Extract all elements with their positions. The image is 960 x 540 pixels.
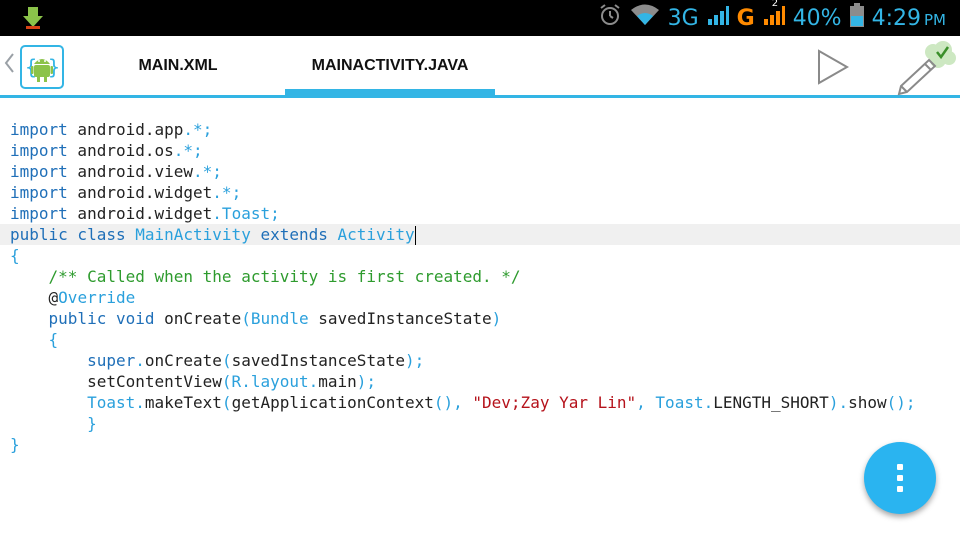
- code-line[interactable]: }: [10, 434, 960, 455]
- code-token: ): [491, 309, 502, 328]
- play-icon[interactable]: [815, 49, 851, 89]
- code-token: import: [10, 141, 68, 160]
- code-token: MainActivity: [125, 225, 261, 244]
- code-line[interactable]: {: [10, 329, 960, 350]
- code-token: .*;: [173, 141, 203, 160]
- code-token: import: [10, 204, 68, 223]
- battery-percent: 40%: [792, 5, 842, 31]
- tab-mainactivity-java[interactable]: MAINACTIVITY.JAVA: [285, 36, 495, 95]
- tab-main-xml[interactable]: MAIN.XML: [100, 36, 256, 95]
- code-line[interactable]: import android.view.*;: [10, 161, 960, 182]
- code-token: public class: [10, 225, 126, 244]
- code-token: android.app: [67, 120, 184, 139]
- code-line[interactable]: public class MainActivity extends Activi…: [0, 224, 960, 245]
- clock-ampm: PM: [924, 10, 946, 29]
- code-line[interactable]: @Override: [10, 287, 960, 308]
- code-token: (: [221, 351, 232, 370]
- alarm-icon: [598, 3, 622, 33]
- code-token: {: [10, 330, 59, 349]
- code-token: Toast.: [10, 393, 145, 412]
- code-token: "Dev;Zay Yar Lin": [472, 393, 637, 412]
- code-token: android.view: [67, 162, 194, 181]
- code-token: .*;: [193, 162, 222, 181]
- code-token: );: [356, 372, 377, 391]
- scrolled-code-remnant: [10, 98, 270, 103]
- tab-main-xml-label: MAIN.XML: [138, 56, 218, 74]
- code-token: );: [404, 351, 425, 370]
- code-token: savedInstanceState: [231, 351, 405, 370]
- code-token: .*;: [212, 183, 242, 202]
- code-editor[interactable]: import android.app.*;import android.os.*…: [0, 119, 960, 455]
- code-token: .Toast;: [212, 204, 280, 223]
- code-token: main: [318, 372, 357, 391]
- network-g-label: G: [736, 5, 755, 31]
- active-tab-indicator: [285, 89, 495, 95]
- code-token: show: [848, 393, 887, 412]
- code-token: import: [10, 183, 68, 202]
- code-token: public void: [10, 309, 155, 328]
- code-token: }: [10, 414, 97, 433]
- code-token: LENGTH_SHORT: [713, 393, 829, 412]
- code-token: extends: [260, 225, 328, 244]
- overflow-menu-icon[interactable]: [864, 442, 936, 514]
- signal-sim-label: 2: [771, 0, 779, 9]
- code-token: .: [135, 351, 145, 370]
- text-cursor: [414, 226, 416, 245]
- code-line[interactable]: }: [10, 413, 960, 434]
- code-token: android.widget: [67, 204, 213, 223]
- tab-mainactivity-java-label: MAINACTIVITY.JAVA: [311, 56, 469, 74]
- code-line[interactable]: import android.os.*;: [10, 140, 960, 161]
- code-token: import: [10, 162, 68, 181]
- code-token: (R.layout.: [221, 372, 319, 391]
- code-token: Activity: [327, 225, 415, 244]
- code-token: makeText: [144, 393, 222, 412]
- code-token: import: [10, 120, 68, 139]
- code-line[interactable]: import android.app.*;: [10, 119, 960, 140]
- battery-icon: [849, 3, 864, 33]
- code-line[interactable]: import android.widget.*;: [10, 182, 960, 203]
- code-token: android.os: [67, 141, 174, 160]
- wifi-icon: [630, 3, 660, 33]
- signal-2-icon: 2: [763, 0, 785, 32]
- status-bar: 3G G 2 40%: [0, 0, 960, 36]
- code-token: (),: [433, 393, 473, 412]
- network-3g-label: 3G: [667, 5, 699, 31]
- code-token: onCreate: [144, 351, 222, 370]
- code-token: getApplicationContext: [231, 393, 434, 412]
- code-token: (: [221, 393, 232, 412]
- code-token: setContentView: [10, 372, 222, 391]
- code-line[interactable]: Toast.makeText(getApplicationContext(), …: [10, 392, 960, 413]
- code-token: }: [10, 435, 20, 454]
- signal-icon: [707, 4, 729, 32]
- back-chevron-icon[interactable]: [4, 52, 14, 80]
- code-token: {: [10, 246, 20, 265]
- code-token: onCreate: [154, 309, 242, 328]
- code-line[interactable]: {: [10, 245, 960, 266]
- code-token: (Bundle: [241, 309, 309, 328]
- download-icon: [22, 7, 44, 33]
- action-bar: { } MAIN.XML MAINACTIVITY.JAVA: [0, 36, 960, 98]
- android-app-icon[interactable]: { }: [19, 44, 65, 90]
- clock-time: 4:29: [871, 5, 921, 31]
- code-token: @: [10, 288, 59, 307]
- code-token: /** Called when the activity is first cr…: [10, 267, 521, 286]
- code-line[interactable]: import android.widget.Toast;: [10, 203, 960, 224]
- code-token: super: [10, 351, 136, 370]
- code-line[interactable]: public void onCreate(Bundle savedInstanc…: [10, 308, 960, 329]
- code-token: android.widget: [67, 183, 213, 202]
- code-line[interactable]: setContentView(R.layout.main);: [10, 371, 960, 392]
- code-token: ();: [886, 393, 916, 412]
- code-token: , Toast.: [636, 393, 714, 412]
- code-token: savedInstanceState: [308, 309, 492, 328]
- code-line[interactable]: /** Called when the activity is first cr…: [10, 266, 960, 287]
- code-token: ).: [828, 393, 849, 412]
- pencil-icon[interactable]: [893, 40, 957, 100]
- code-token: .*;: [183, 120, 213, 139]
- code-line[interactable]: super.onCreate(savedInstanceState);: [10, 350, 960, 371]
- code-token: Override: [58, 288, 136, 307]
